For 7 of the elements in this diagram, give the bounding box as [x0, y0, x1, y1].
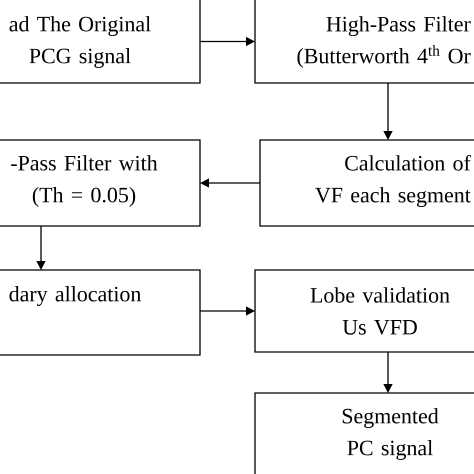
process-box: -Pass Filter with (Th = 0.05)	[0, 139, 201, 227]
process-box: Lobe validation Us VFD	[254, 269, 474, 353]
process-box: High-Pass Filter (Butterworth 4$^{th}$ Or	[254, 0, 474, 84]
process-box: ad The Original PCG signal	[0, 0, 201, 84]
process-box: Calculation of VF each segment	[259, 139, 474, 227]
process-box: Segmented PC signal	[254, 392, 474, 474]
process-box: dary allocation	[0, 269, 201, 356]
